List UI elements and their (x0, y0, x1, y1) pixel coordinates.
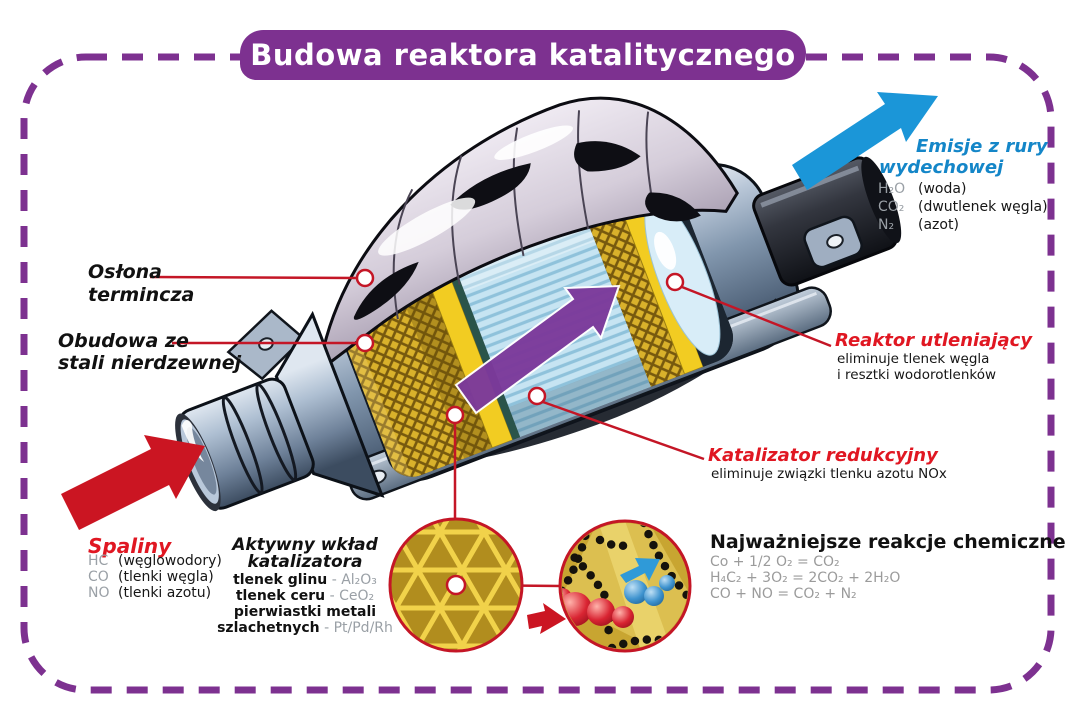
exhaust-in-arrow (61, 435, 205, 530)
title-banner: Budowa reaktora katalitycznego (240, 30, 806, 80)
product-molecule (659, 575, 675, 591)
gas-flow-arrow (454, 284, 621, 415)
callout-point-housing (355, 333, 375, 353)
magnifier-catalyst-surface (558, 519, 692, 653)
callout-point-oxidizer (665, 272, 685, 292)
callout-point-shield (355, 268, 375, 288)
product-molecule (624, 580, 648, 604)
emissions-out-arrow (792, 92, 938, 190)
callout-point-reducer (527, 386, 547, 406)
pollutant-molecule (612, 606, 634, 628)
callout-points (355, 268, 685, 425)
callout-point-honeycomb (445, 405, 465, 425)
inlet-pipe (175, 310, 385, 512)
converter-body (175, 96, 902, 512)
thermal-shield (317, 96, 739, 375)
product-molecule (644, 586, 664, 606)
page-title: Budowa reaktora katalitycznego (250, 38, 796, 72)
product-flow-arrow (620, 558, 660, 583)
inflow-mini-arrow (527, 603, 566, 634)
honeycomb-catalyst-2 (585, 202, 685, 387)
pollutant-molecule (587, 598, 615, 626)
